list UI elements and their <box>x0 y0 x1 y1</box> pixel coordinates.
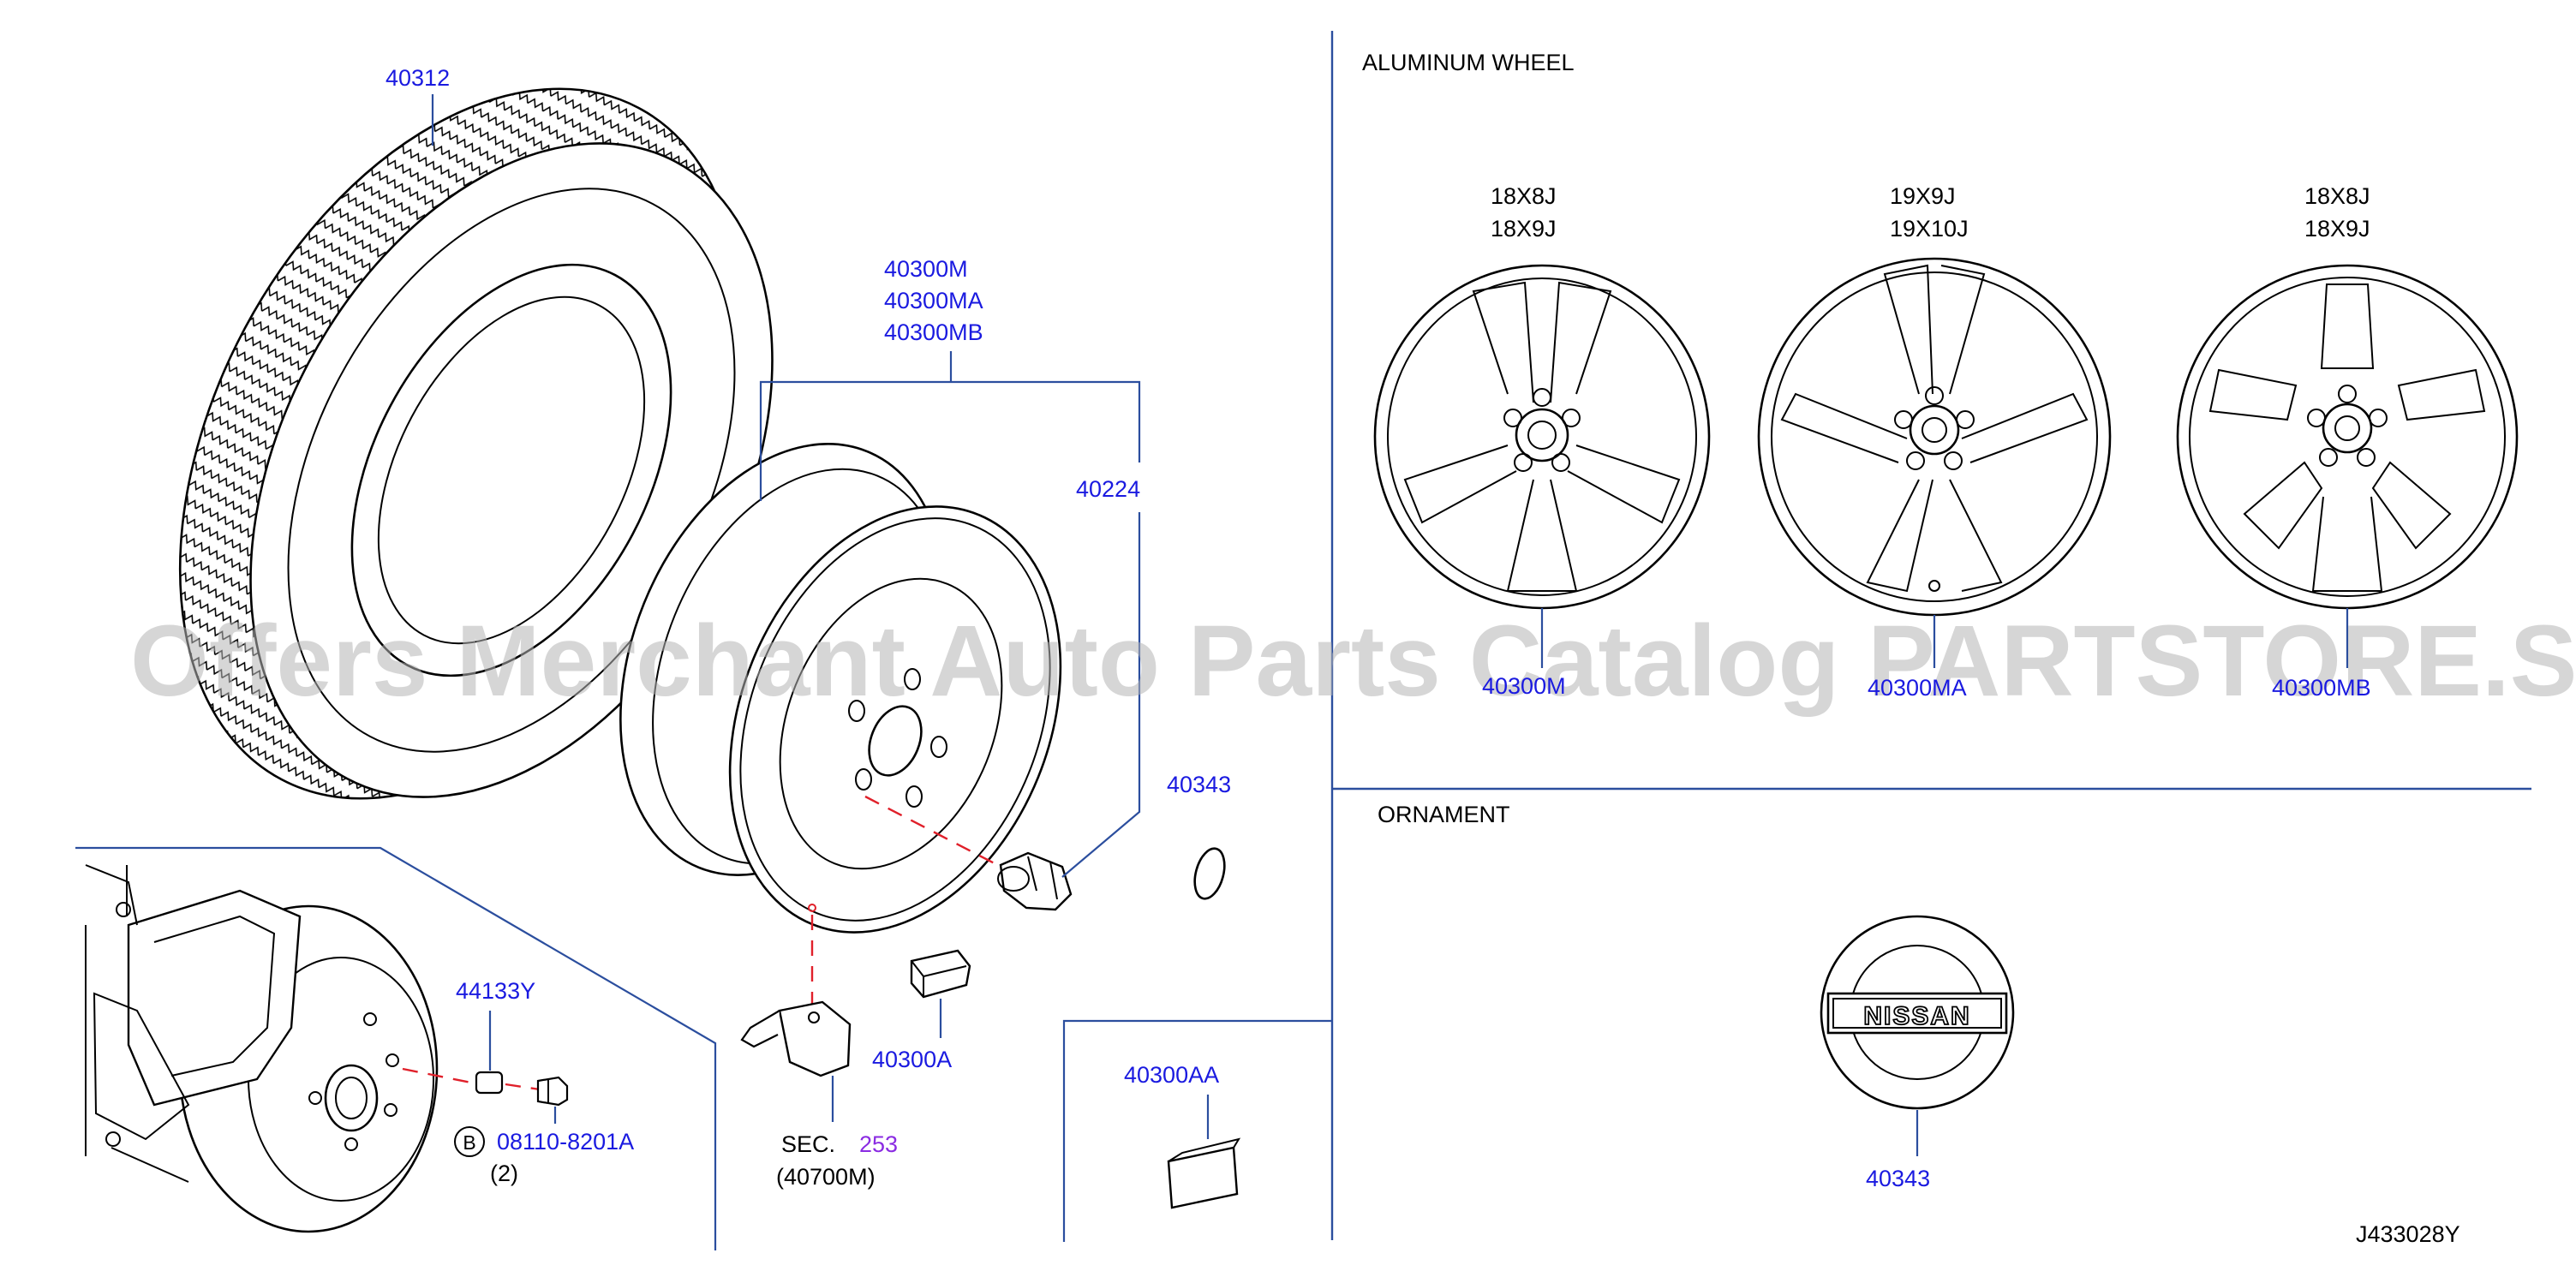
small-cap-drawing <box>1193 847 1226 900</box>
label-weight: 40300A <box>872 999 952 1072</box>
svg-text:40300M: 40300M <box>884 256 968 282</box>
svg-text:18X9J: 18X9J <box>2304 216 2370 242</box>
svg-text:08110-8201A: 08110-8201A <box>497 1129 634 1155</box>
weight-aa-drawing <box>1167 1137 1241 1209</box>
diagram-id: J433028Y <box>2356 1221 2460 1247</box>
svg-text:ORNAMENT: ORNAMENT <box>1378 802 1510 827</box>
watermark: Offers Merchant Auto Parts Catalog PARTS… <box>130 605 2576 718</box>
svg-text:40300A: 40300A <box>872 1047 952 1072</box>
label-ornament-cap: 40343 <box>1866 1166 1930 1191</box>
svg-text:40343: 40343 <box>1167 772 1231 797</box>
svg-text:18X8J: 18X8J <box>2304 183 2370 209</box>
section-aluminum-wheel: ALUMINUM WHEEL <box>1362 50 1575 75</box>
label-wheel-1: 40300M <box>1482 673 1566 699</box>
svg-text:SEC.: SEC. <box>781 1131 835 1157</box>
svg-text:18X9J: 18X9J <box>1491 216 1557 242</box>
svg-text:40300MB: 40300MB <box>884 319 983 345</box>
weight-drawing <box>910 949 971 999</box>
svg-text:19X10J: 19X10J <box>1890 216 1969 242</box>
svg-text:253: 253 <box>859 1131 898 1157</box>
section-ornament: ORNAMENT <box>1378 802 1510 827</box>
alloy-wheel-3: 18X8J 18X9J <box>2176 183 2519 668</box>
label-wheel-2: 40300MA <box>1868 675 1967 701</box>
label-steel-wheel: 40300M 40300MA 40300MB <box>759 256 1141 501</box>
svg-text:44133Y: 44133Y <box>456 978 535 1004</box>
lug-nut-drawing <box>864 795 1073 911</box>
label-small-cap: 40343 <box>1167 772 1231 797</box>
brake-assembly-drawing <box>85 864 439 1233</box>
label-tpms-sec: SEC. 253 (40700M) <box>776 1131 898 1190</box>
svg-text:40312: 40312 <box>386 65 450 91</box>
label-hub-bolt: B 08110-8201A (2) <box>454 1107 634 1186</box>
svg-text:40300MA: 40300MA <box>884 288 983 313</box>
label-tire: 40312 <box>386 65 450 146</box>
alloy-wheel-2: 19X9J 19X10J <box>1757 183 2112 668</box>
label-weight-aa: 40300AA <box>1124 1062 1219 1139</box>
svg-text:40224: 40224 <box>1076 476 1140 502</box>
ornament-cap-drawing: NISSAN <box>1820 915 2015 1156</box>
svg-text:(2): (2) <box>490 1161 518 1186</box>
label-bolt: 44133Y <box>456 978 535 1071</box>
tpms-sensor-drawing <box>740 915 852 1122</box>
steel-wheel-drawing <box>619 443 1062 934</box>
svg-text:18X8J: 18X8J <box>1491 183 1557 209</box>
svg-text:19X9J: 19X9J <box>1890 183 1956 209</box>
bolt-drawing <box>402 1067 569 1107</box>
ornament-logo-text: NISSAN <box>1863 1002 1970 1030</box>
svg-text:ALUMINUM WHEEL: ALUMINUM WHEEL <box>1362 50 1575 75</box>
svg-text:B: B <box>463 1131 475 1154</box>
label-wheel-3: 40300MB <box>2272 675 2371 701</box>
section-frame <box>75 31 2531 1250</box>
svg-text:(40700M): (40700M) <box>776 1164 876 1190</box>
svg-text:40300AA: 40300AA <box>1124 1062 1219 1088</box>
svg-text:40343: 40343 <box>1866 1166 1930 1191</box>
label-nut: 40224 <box>1061 476 1141 878</box>
alloy-wheel-1: 18X8J 18X9J <box>1373 183 1711 668</box>
